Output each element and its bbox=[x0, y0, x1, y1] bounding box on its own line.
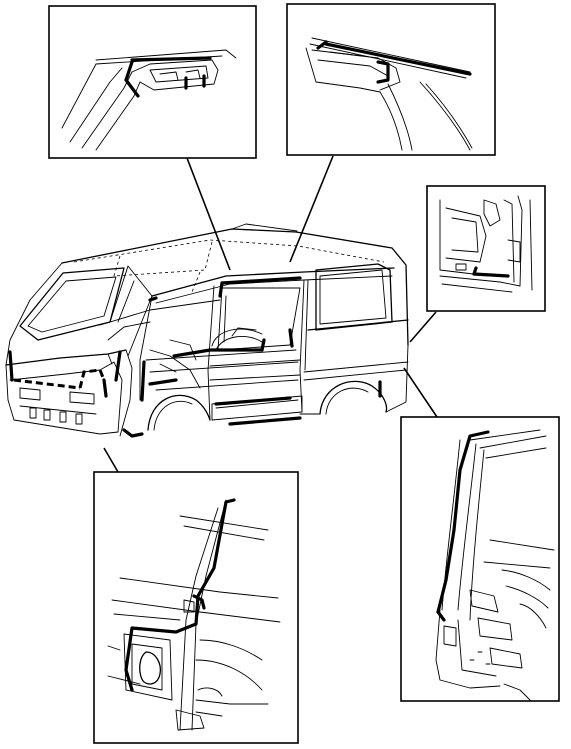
callout-rear-quarter-lower bbox=[426, 185, 546, 312]
callout-roof-rail-rear bbox=[286, 3, 496, 156]
callout-back-door-pillar bbox=[400, 416, 560, 702]
callout-windshield-pillar-top bbox=[48, 5, 257, 159]
van-body-illustration bbox=[5, 223, 409, 438]
callout-front-pillar-lower bbox=[93, 471, 299, 744]
leader-lines bbox=[103, 155, 438, 473]
